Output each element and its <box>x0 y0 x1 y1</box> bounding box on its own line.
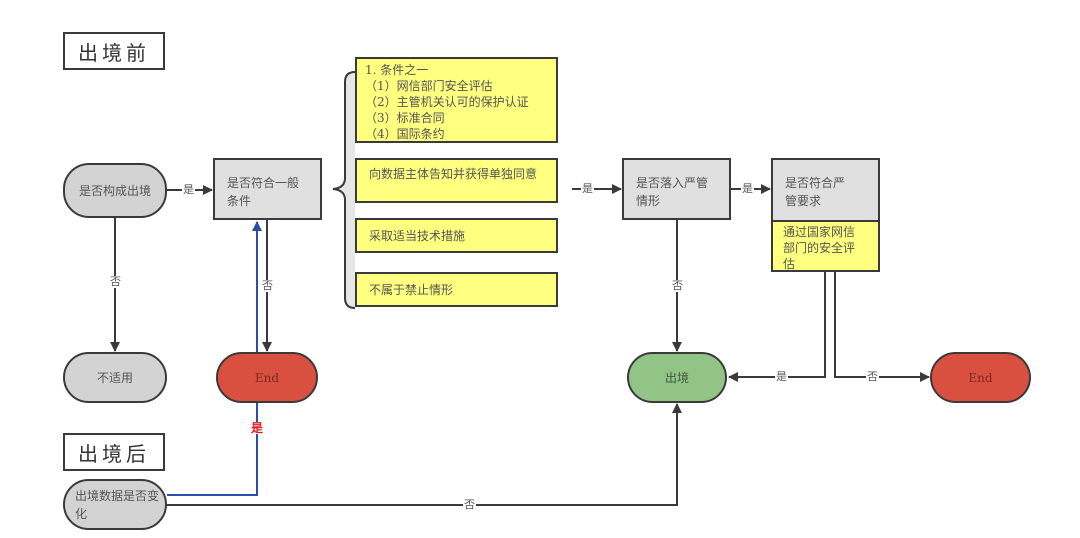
node-strict-requirements[interactable]: 是否符合严管要求 <box>771 158 880 222</box>
condition-line: 1. 条件之一 <box>365 63 429 77</box>
node-not-applicable[interactable]: 不适用 <box>63 352 167 403</box>
edge-label-yes: 是 <box>182 183 195 196</box>
node-exit[interactable]: 出境 <box>627 352 727 403</box>
node-strict-requirement-detail[interactable]: 通过国家网信部门的安全评估 <box>771 220 880 272</box>
node-end-right[interactable]: End <box>930 352 1031 403</box>
edge-change-to-exit <box>167 403 682 506</box>
condition-text: 采取适当技术措施 <box>369 228 466 243</box>
conditions-brace <box>332 71 356 309</box>
condition-line: （4）国际条约 <box>365 127 445 141</box>
condition-line: （1）网信部门安全评估 <box>365 79 493 93</box>
edge-label-no: 否 <box>671 279 684 292</box>
edge-requirements-to-end <box>834 272 930 382</box>
edge-label-yes: 是 <box>741 182 754 195</box>
edge-label-no: 否 <box>866 370 879 383</box>
condition-text: 不属于禁止情形 <box>369 282 454 297</box>
condition-text: 向数据主体告知并获得单独同意 <box>369 167 538 181</box>
node-data-changed[interactable]: 出境数据是否变化 <box>63 479 167 530</box>
condition-box-2[interactable]: 向数据主体告知并获得单独同意 <box>355 158 558 203</box>
condition-box-3[interactable]: 采取适当技术措施 <box>355 218 558 253</box>
section-title-before: 出境前 <box>63 32 165 70</box>
node-general-conditions[interactable]: 是否符合一般条件 <box>213 158 322 220</box>
edge-label-no: 否 <box>463 498 476 511</box>
condition-line: （3）标准合同 <box>365 111 445 125</box>
condition-box-4[interactable]: 不属于禁止情形 <box>355 272 558 307</box>
node-strict-scenario[interactable]: 是否落入严管情形 <box>622 158 731 220</box>
edge-label-yes-feedback: 是 <box>250 421 265 435</box>
edge-requirements-to-exit <box>728 272 826 382</box>
edge-change-to-general <box>167 221 262 496</box>
node-is-cross-border[interactable]: 是否构成出境 <box>63 163 167 218</box>
condition-box-1[interactable]: 1. 条件之一 （1）网信部门安全评估 （2）主管机关认可的保护认证 （3）标准… <box>355 57 558 143</box>
edge-label-yes: 是 <box>775 370 788 383</box>
edge-label-yes: 是 <box>581 182 594 195</box>
section-title-after: 出境后 <box>63 433 165 471</box>
edge-label-no: 否 <box>109 275 122 288</box>
node-end-left[interactable]: End <box>216 352 318 403</box>
edge-label-no: 否 <box>261 279 274 292</box>
condition-line: （2）主管机关认可的保护认证 <box>365 95 529 109</box>
